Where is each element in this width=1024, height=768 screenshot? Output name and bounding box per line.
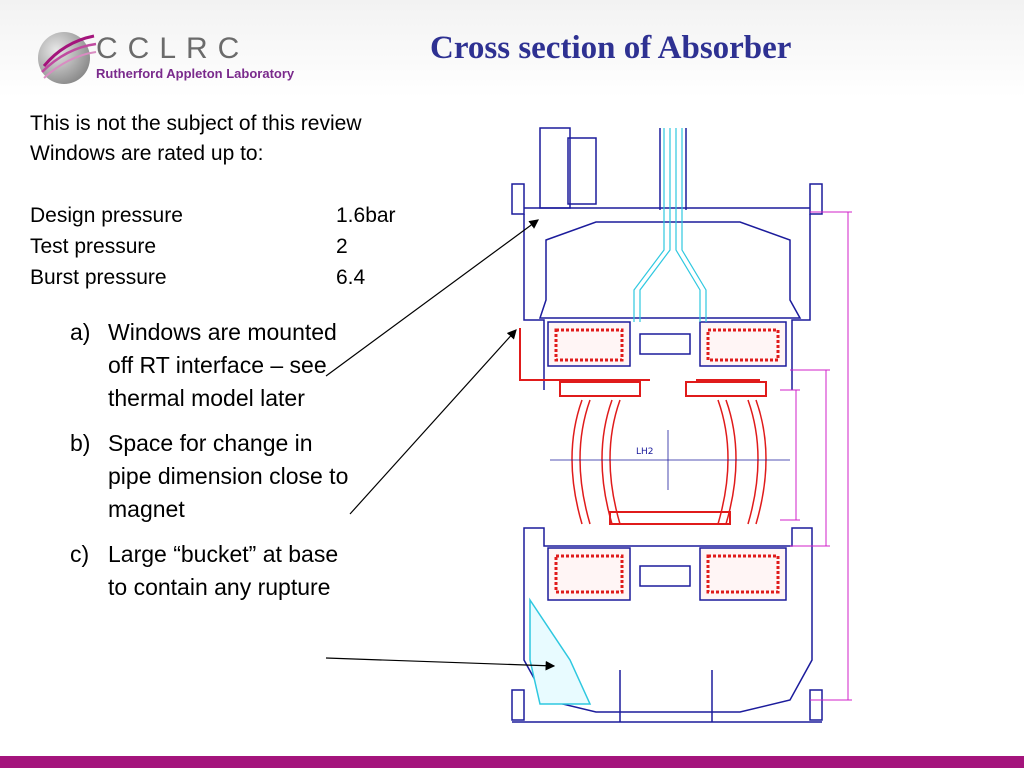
rating-value-burst: 6.4 bbox=[336, 266, 366, 289]
note-marker: c) bbox=[70, 541, 90, 567]
upper-magnets bbox=[547, 321, 787, 367]
list-item: a) Windows are mounted off RT interface … bbox=[70, 316, 350, 415]
list-item: b) Space for change in pipe dimension cl… bbox=[70, 427, 350, 526]
header-band bbox=[0, 0, 1024, 98]
lh2-label: LH2 bbox=[636, 447, 654, 457]
outer-vessel bbox=[511, 127, 823, 723]
absorber-cross-section-drawing: LH2 bbox=[511, 127, 852, 723]
rating-label-burst: Burst pressure bbox=[30, 266, 167, 289]
intro-line-1: This is not the subject of this review bbox=[30, 112, 362, 135]
dimension-lines bbox=[780, 211, 852, 701]
rating-label-design: Design pressure bbox=[30, 204, 183, 227]
absorber-windows bbox=[571, 399, 767, 525]
rating-value-design: 1.6bar bbox=[336, 204, 396, 227]
arrow-b bbox=[349, 329, 517, 515]
bucket bbox=[529, 597, 592, 705]
intro-line-2: Windows are rated up to: bbox=[30, 142, 264, 165]
rating-label-test: Test pressure bbox=[30, 235, 157, 258]
page-title: Cross section of Absorber bbox=[430, 30, 792, 66]
note-marker: b) bbox=[70, 430, 91, 456]
lower-magnets bbox=[547, 547, 787, 601]
logo-swirl-icon bbox=[38, 32, 97, 84]
list-item: c) Large “bucket” at base to contain any… bbox=[70, 538, 350, 604]
note-text: Windows are mounted off RT interface – s… bbox=[108, 319, 337, 411]
cclrc-logo bbox=[34, 22, 294, 92]
logo-subtitle: Rutherford Appleton Laboratory bbox=[96, 66, 295, 81]
note-marker: a) bbox=[70, 319, 91, 345]
logo-name: CCLRC bbox=[96, 32, 250, 65]
cooling-pipes bbox=[633, 128, 707, 322]
note-text: Space for change in pipe dimension close… bbox=[108, 430, 349, 522]
footer-accent-bar bbox=[0, 756, 1024, 768]
notes-list: a) Windows are mounted off RT interface … bbox=[70, 316, 350, 616]
rating-value-test: 2 bbox=[336, 235, 348, 258]
centerline bbox=[550, 430, 790, 490]
note-text: Large “bucket” at base to contain any ru… bbox=[108, 541, 339, 600]
